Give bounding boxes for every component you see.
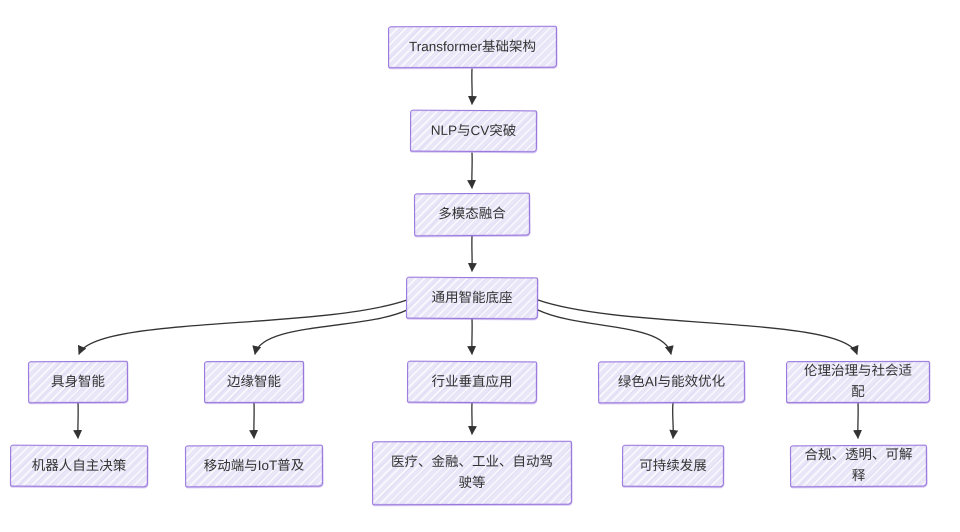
node-transformer-foundation: Transformer基础架构 bbox=[387, 25, 558, 69]
node-label: 合规、透明、可解释 bbox=[804, 446, 913, 484]
edge-agi-base-to-ethics bbox=[537, 299, 859, 355]
node-label: 行业垂直应用 bbox=[431, 373, 513, 389]
edge-green-ai-to-sustainable bbox=[669, 402, 679, 439]
edge-agi-base-to-green-ai bbox=[537, 309, 674, 355]
node-agi-base: 通用智能底座 bbox=[405, 276, 539, 320]
node-label: 边缘智能 bbox=[226, 373, 282, 389]
node-label: 绿色AI与能效优化 bbox=[617, 373, 726, 389]
node-robot-autonomous-decision: 机器人自主决策 bbox=[9, 444, 149, 488]
node-compliance-transparency: 合规、透明、可解释 bbox=[789, 444, 928, 488]
node-label: 通用智能底座 bbox=[431, 289, 513, 305]
node-multimodal-fusion: 多模态融合 bbox=[413, 192, 531, 237]
node-label: 伦理治理与社会适配 bbox=[803, 362, 912, 400]
node-edge-ai: 边缘智能 bbox=[203, 360, 305, 404]
edge-agi-base-to-edge-ai bbox=[252, 309, 408, 355]
node-green-ai-efficiency: 绿色AI与能效优化 bbox=[597, 360, 746, 404]
node-label: Transformer基础架构 bbox=[408, 38, 537, 54]
node-embodied-ai: 具身智能 bbox=[27, 360, 129, 404]
node-label: 可持续发展 bbox=[639, 457, 707, 473]
node-label: NLP与CV突破 bbox=[430, 122, 517, 138]
node-label: 具身智能 bbox=[50, 373, 106, 389]
node-label: 多模态融合 bbox=[438, 205, 506, 222]
node-mobile-iot-adoption: 移动端与IoT普及 bbox=[184, 444, 324, 488]
node-industry-examples: 医疗、金融、工业、自动驾驶等 bbox=[371, 440, 573, 506]
node-vertical-applications: 行业垂直应用 bbox=[406, 360, 538, 404]
node-label: 医疗、金融、工业、自动驾驶等 bbox=[390, 453, 553, 491]
node-label: 机器人自主决策 bbox=[31, 457, 127, 473]
node-ethics-governance: 伦理治理与社会适配 bbox=[785, 360, 931, 404]
node-sustainable-development: 可持续发展 bbox=[621, 444, 725, 488]
edge-agi-base-to-embodied bbox=[78, 299, 408, 355]
node-label: 移动端与IoT普及 bbox=[203, 457, 305, 473]
node-nlp-cv-breakthrough: NLP与CV突破 bbox=[409, 109, 538, 153]
